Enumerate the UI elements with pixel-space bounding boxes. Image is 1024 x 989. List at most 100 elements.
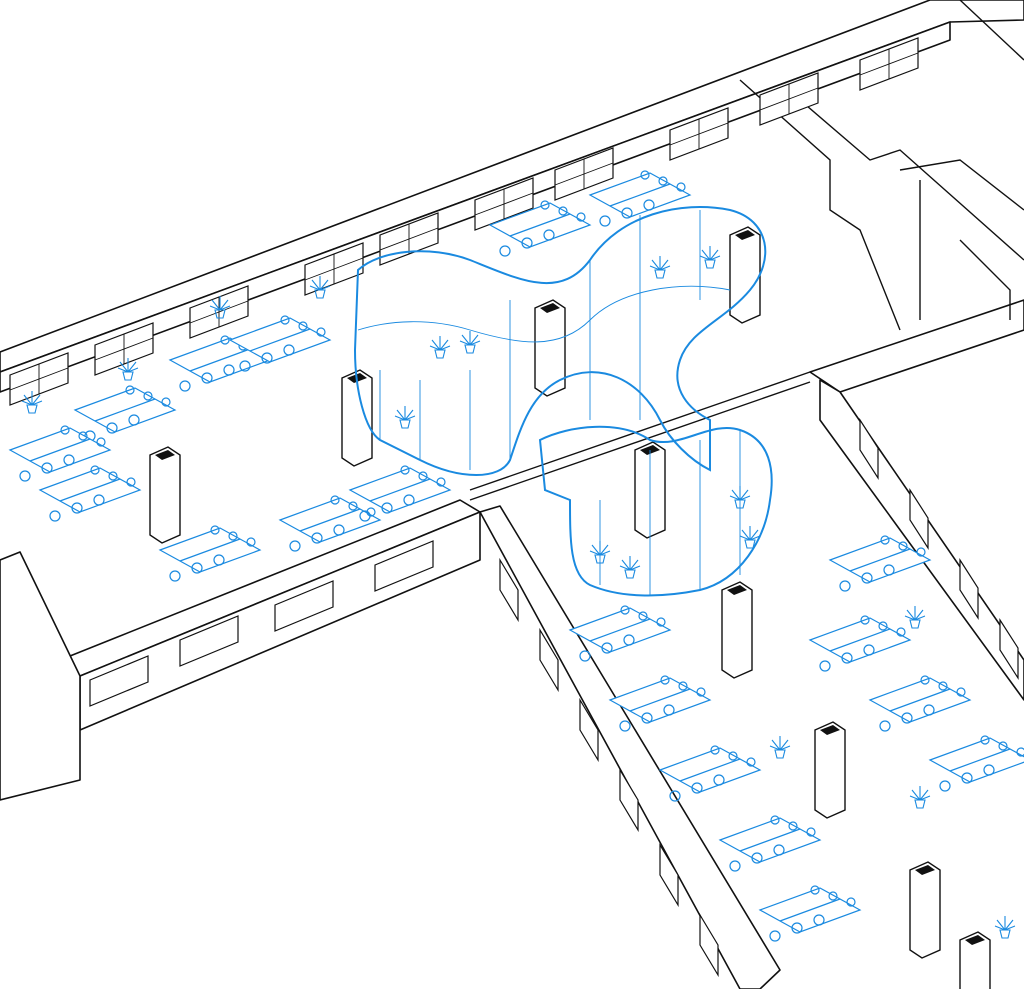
window (374, 540, 434, 592)
desk-cluster (828, 535, 932, 592)
office-chair (938, 681, 948, 691)
office-chair (860, 615, 870, 625)
office-chair (813, 914, 825, 926)
office-chair (643, 199, 655, 211)
office-chair (499, 245, 511, 257)
desk-cluster (588, 170, 692, 227)
desk-cluster (758, 885, 862, 942)
office-chair (956, 687, 966, 697)
desk-cluster (38, 465, 142, 522)
office-chair (916, 547, 926, 557)
office-chair (728, 751, 738, 761)
window (909, 487, 929, 551)
potted-plant (904, 606, 926, 629)
potted-plant (429, 336, 451, 359)
window (859, 37, 919, 91)
window (179, 615, 239, 667)
office-chair (729, 860, 741, 872)
potted-plant (909, 786, 931, 809)
office-chair (879, 720, 891, 732)
office-chair (49, 510, 61, 522)
window (759, 72, 819, 126)
office-chair (839, 580, 851, 592)
office-chair (658, 176, 668, 186)
office-chair (660, 675, 670, 685)
office-chair (108, 471, 118, 481)
window (89, 655, 149, 707)
office-chair (143, 391, 153, 401)
office-chair (19, 470, 31, 482)
office-chair (638, 611, 648, 621)
potted-plant (769, 736, 791, 759)
office-chair (696, 687, 706, 697)
office-chair (60, 425, 70, 435)
office-chair (213, 554, 225, 566)
desk-cluster (158, 525, 262, 582)
office-chair (980, 735, 990, 745)
office-chair (191, 562, 203, 574)
office-chair (210, 525, 220, 535)
office-chair (998, 741, 1008, 751)
office-chair (93, 494, 105, 506)
window (94, 322, 154, 376)
office-chair (710, 745, 720, 755)
structural-column (909, 861, 941, 959)
window (474, 177, 534, 231)
desk-cluster (8, 425, 112, 482)
potted-plant (649, 256, 671, 279)
outer-wall-right-wing (809, 299, 1024, 393)
office-chair (169, 570, 181, 582)
office-chair (359, 510, 371, 522)
office-chair (403, 494, 415, 506)
office-chair (791, 922, 803, 934)
office-chair (863, 644, 875, 656)
structural-column (534, 299, 566, 397)
office-chair (298, 321, 308, 331)
office-chair (125, 385, 135, 395)
office-chair (939, 780, 951, 792)
desk-cluster (808, 615, 912, 672)
office-chair (330, 495, 340, 505)
windows (9, 37, 1019, 978)
window (379, 212, 439, 266)
window (999, 617, 1019, 681)
office-chair (228, 531, 238, 541)
office-chair (620, 605, 630, 615)
window (539, 627, 559, 693)
office-chair (71, 502, 83, 514)
office-chair (90, 465, 100, 475)
office-chair (920, 675, 930, 685)
office-chair (579, 650, 591, 662)
office-chair (746, 757, 756, 767)
office-chair (878, 621, 888, 631)
office-chair (543, 229, 555, 241)
partition-line (469, 371, 811, 491)
office-chair (806, 827, 816, 837)
potted-plant (394, 406, 416, 429)
potted-plant (21, 391, 43, 414)
office-chair (540, 200, 550, 210)
office-chair (640, 170, 650, 180)
office-chair (896, 627, 906, 637)
window (659, 842, 679, 908)
office-chair (400, 465, 410, 475)
office-chair (656, 617, 666, 627)
window (579, 697, 599, 763)
office-chair (713, 774, 725, 786)
office-chair (261, 352, 273, 364)
potted-plant (459, 331, 481, 354)
potted-plant (619, 556, 641, 579)
columns (149, 226, 991, 989)
office-chair (788, 821, 798, 831)
office-chair (663, 704, 675, 716)
office-chair (769, 930, 781, 942)
office-chair (601, 642, 613, 654)
office-chair (819, 660, 831, 672)
window (499, 557, 519, 623)
office-chair (348, 501, 358, 511)
partition-line-2 (469, 381, 811, 501)
desk-cluster (868, 675, 972, 732)
window (699, 912, 719, 978)
office-chair (678, 681, 688, 691)
